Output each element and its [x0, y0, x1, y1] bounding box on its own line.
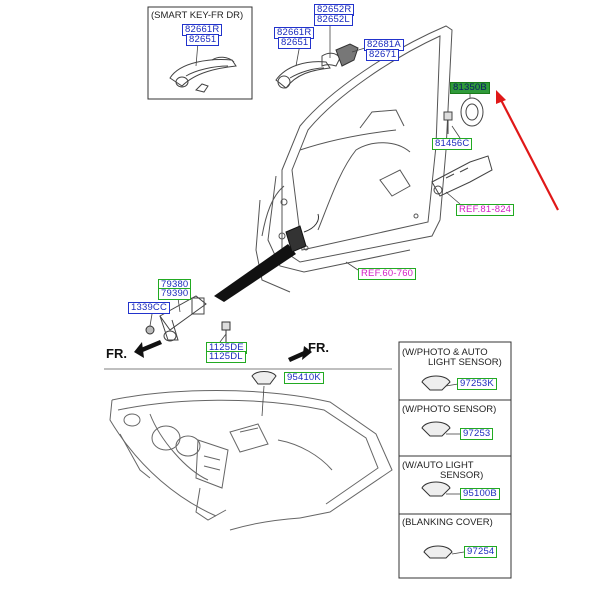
part-label-smart-key-2[interactable]: 82651 [186, 34, 220, 46]
part-label-checker-2[interactable]: 79390 [158, 288, 192, 300]
variant-sensor-icon-4 [423, 545, 465, 559]
part-label-variant-3[interactable]: 95100B [460, 488, 500, 500]
part-label-striker-bolt[interactable]: 81456C [432, 138, 473, 150]
door-ref-leader [345, 261, 359, 271]
handle-cover-part [335, 43, 359, 67]
variant-1-title-line1: (W/PHOTO & AUTO [402, 347, 488, 358]
smart-key-door-handle [169, 56, 237, 93]
dash-sensor-leader [261, 385, 265, 417]
part-label-handle-3[interactable]: 82661R [274, 27, 315, 39]
sensor-variant-frame [398, 341, 512, 579]
latch-ref-leader [445, 191, 461, 205]
checker-screw [145, 325, 155, 335]
variant-1-title-line2: LIGHT SENSOR) [428, 357, 502, 368]
front-direction-label-2: FR. [308, 340, 329, 355]
variant-2-title: (W/PHOTO SENSOR) [402, 404, 497, 415]
part-label-variant-2[interactable]: 97253 [460, 428, 494, 440]
striker-leader [451, 125, 461, 139]
part-label-variant-4[interactable]: 97254 [464, 546, 498, 558]
variant-3-title-line2: SENSOR) [440, 470, 484, 481]
front-direction-arrow-1 [134, 340, 162, 358]
part-label-bolt-2[interactable]: 1125DL [206, 351, 246, 363]
front-direction-label-1: FR. [106, 346, 127, 361]
dashboard-illustration [109, 390, 393, 531]
outer-door-handle [275, 52, 341, 89]
ref-label-door[interactable]: REF.60-760 [358, 268, 417, 280]
variant-sensor-icon-3 [421, 481, 460, 497]
checker-leaders [149, 297, 227, 343]
door-latch-assembly [431, 155, 493, 197]
part-label-highlighted[interactable]: 81350B [450, 82, 490, 94]
variant-sensor-icon-1 [421, 375, 459, 391]
variant-3-title-line1: (W/AUTO LIGHT [402, 460, 474, 471]
dash-sensor-part [251, 371, 277, 385]
part-label-variant-1[interactable]: 97253K [457, 378, 497, 390]
door-wiring-harness [214, 213, 319, 302]
part-label-handle-2[interactable]: 82652L [314, 14, 353, 26]
striker-bolt [443, 111, 453, 134]
door-striker [460, 97, 484, 127]
part-label-handle-6[interactable]: 82671 [366, 49, 400, 61]
part-label-checker-screw[interactable]: 1339CC [128, 302, 171, 314]
door-checker [159, 295, 207, 342]
ref-label-latch[interactable]: REF.81-824 [456, 204, 515, 216]
part-label-handle-4[interactable]: 82651 [278, 37, 312, 49]
part-label-dash-sensor[interactable]: 95410K [284, 372, 324, 384]
smart-key-inset-frame [147, 6, 253, 100]
smart-key-title: (SMART KEY-FR DR) [151, 10, 244, 21]
red-pointer-arrow [496, 90, 559, 211]
variant-sensor-icon-2 [421, 421, 460, 437]
checker-bolt [221, 321, 231, 344]
front-direction-arrow-2 [288, 346, 312, 362]
variant-4-title: (BLANKING COVER) [402, 517, 493, 528]
